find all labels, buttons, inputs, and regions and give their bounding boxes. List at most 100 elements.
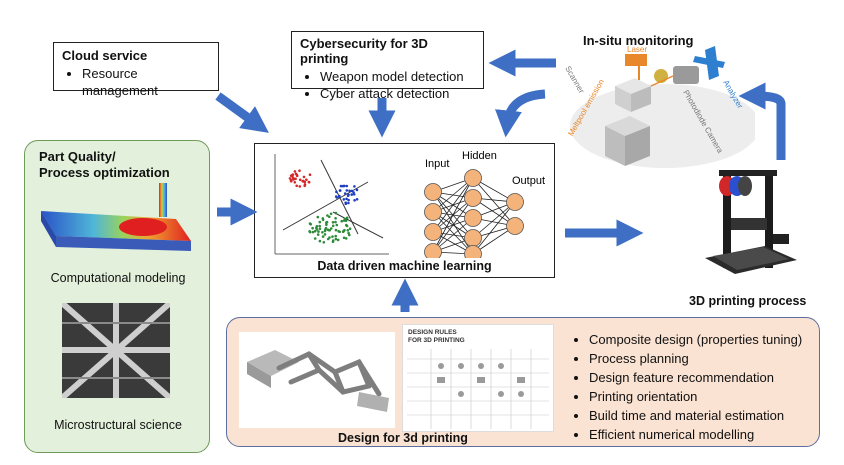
scatter-point: [326, 228, 330, 232]
sample-block-right: [625, 126, 650, 166]
scatter-point: [324, 228, 327, 231]
scatter-point: [353, 199, 356, 202]
scatter-point: [305, 178, 308, 181]
scatter-point: [293, 170, 297, 173]
scatter-point: [321, 235, 325, 238]
part-quality-title-line2: Process optimization: [39, 165, 170, 180]
scatter-point: [344, 237, 348, 240]
design-benefit-item: Process planning: [589, 349, 839, 368]
nn-edge: [432, 177, 474, 253]
scatter-point: [340, 219, 343, 223]
scatter-point: [325, 223, 328, 226]
scatter-point: [339, 184, 343, 188]
clustering-scatter-plot: [274, 154, 389, 255]
scatter-point: [334, 217, 337, 220]
scatter-point: [334, 195, 338, 198]
scatter-point: [335, 190, 338, 194]
scatter-point: [342, 198, 346, 201]
design-benefit-item: Design feature recommendation: [589, 368, 839, 387]
scatter-point: [308, 222, 312, 225]
scatter-point: [331, 224, 335, 228]
scatter-point: [308, 173, 312, 176]
scatter-point: [317, 230, 320, 233]
scatter-point: [298, 178, 302, 182]
ml-box: Input Hidden Output Data driven machine …: [254, 143, 555, 278]
scatter-point: [353, 185, 356, 188]
cybersecurity-title: Cybersecurity for 3D printing: [300, 36, 428, 66]
scatter-point: [348, 189, 351, 193]
neural-network-diagram: Input Hidden Output: [424, 150, 545, 258]
nn-node: [424, 243, 442, 258]
microstructure-image: [62, 303, 170, 398]
3d-printing-process-caption: 3D printing process: [689, 294, 807, 308]
nn-node: [464, 245, 482, 258]
scatter-point: [330, 227, 333, 230]
nn-node: [464, 189, 482, 207]
arrow-cloud-to-ml: [215, 92, 269, 133]
scatter-point: [343, 228, 346, 232]
nn-edge: [472, 201, 516, 239]
nn-node: [464, 169, 482, 187]
sample-block-left: [605, 126, 625, 166]
scatter-point: [331, 221, 335, 224]
scatter-point: [328, 215, 331, 219]
scatter-point: [292, 177, 295, 181]
scatter-point: [347, 231, 350, 235]
nn-input-label: Input: [425, 158, 449, 170]
scatter-point: [313, 237, 317, 240]
arrow-printer-to-insitu: [738, 82, 786, 160]
scatter-point: [318, 239, 322, 243]
nn-node: [506, 217, 524, 235]
design-rules-title-line2: FOR 3D PRINTING: [408, 337, 465, 344]
scatter-point: [301, 179, 304, 183]
scatter-point: [291, 173, 295, 176]
scatter-point: [331, 235, 334, 238]
scatter-point: [302, 175, 306, 179]
scatter-point: [345, 197, 348, 201]
scatter-point: [315, 226, 318, 230]
nn-edge: [432, 177, 474, 233]
scatter-point: [343, 192, 347, 195]
part-quality-title-line1: Part Quality/: [39, 149, 116, 164]
scatter-point: [345, 184, 349, 188]
scatter-point: [334, 237, 338, 241]
scatter-point: [328, 236, 331, 239]
scatter-point: [295, 184, 298, 188]
nn-edge: [472, 201, 516, 255]
scatter-point: [307, 180, 311, 184]
scatter-point: [323, 233, 327, 236]
cybersecurity-list: Weapon model detection Cyber attack dete…: [300, 68, 475, 102]
scatter-point: [355, 188, 359, 192]
computational-model-image: [41, 183, 191, 251]
laser-label: Laser: [627, 46, 647, 54]
scatter-point: [346, 229, 350, 232]
scatter-point: [321, 218, 325, 222]
scatter-point: [342, 236, 346, 240]
printed-part-image: [239, 332, 395, 428]
scatter-point: [342, 219, 346, 222]
design-benefit-item: Build time and material estimation: [589, 406, 839, 425]
scatter-point: [298, 169, 301, 172]
scatter-point: [303, 183, 307, 186]
scatter-point: [316, 233, 320, 236]
scatter-point: [338, 189, 342, 192]
laser-device: [625, 54, 647, 66]
scatter-point: [350, 189, 354, 193]
cloud-service-title: Cloud service: [62, 48, 148, 63]
scatter-point: [298, 185, 302, 188]
scatter-point: [345, 216, 349, 220]
nn-edge: [432, 197, 474, 253]
scatter-point: [311, 230, 315, 234]
scatter-point: [334, 220, 337, 224]
nn-edge: [472, 177, 516, 227]
scatter-point: [311, 226, 314, 230]
cybersecurity-item: Weapon model detection: [320, 68, 475, 85]
scatter-point: [347, 198, 350, 202]
part-quality-panel: Part Quality/ Process optimization Compu…: [24, 140, 210, 453]
scatter-point: [326, 214, 329, 217]
design-benefits-list: Composite design (properties tuning) Pro…: [569, 330, 839, 444]
scatter-point: [308, 230, 311, 233]
cybersecurity-box: Cybersecurity for 3D printing Weapon mod…: [291, 31, 484, 101]
scatter-point: [348, 227, 352, 230]
